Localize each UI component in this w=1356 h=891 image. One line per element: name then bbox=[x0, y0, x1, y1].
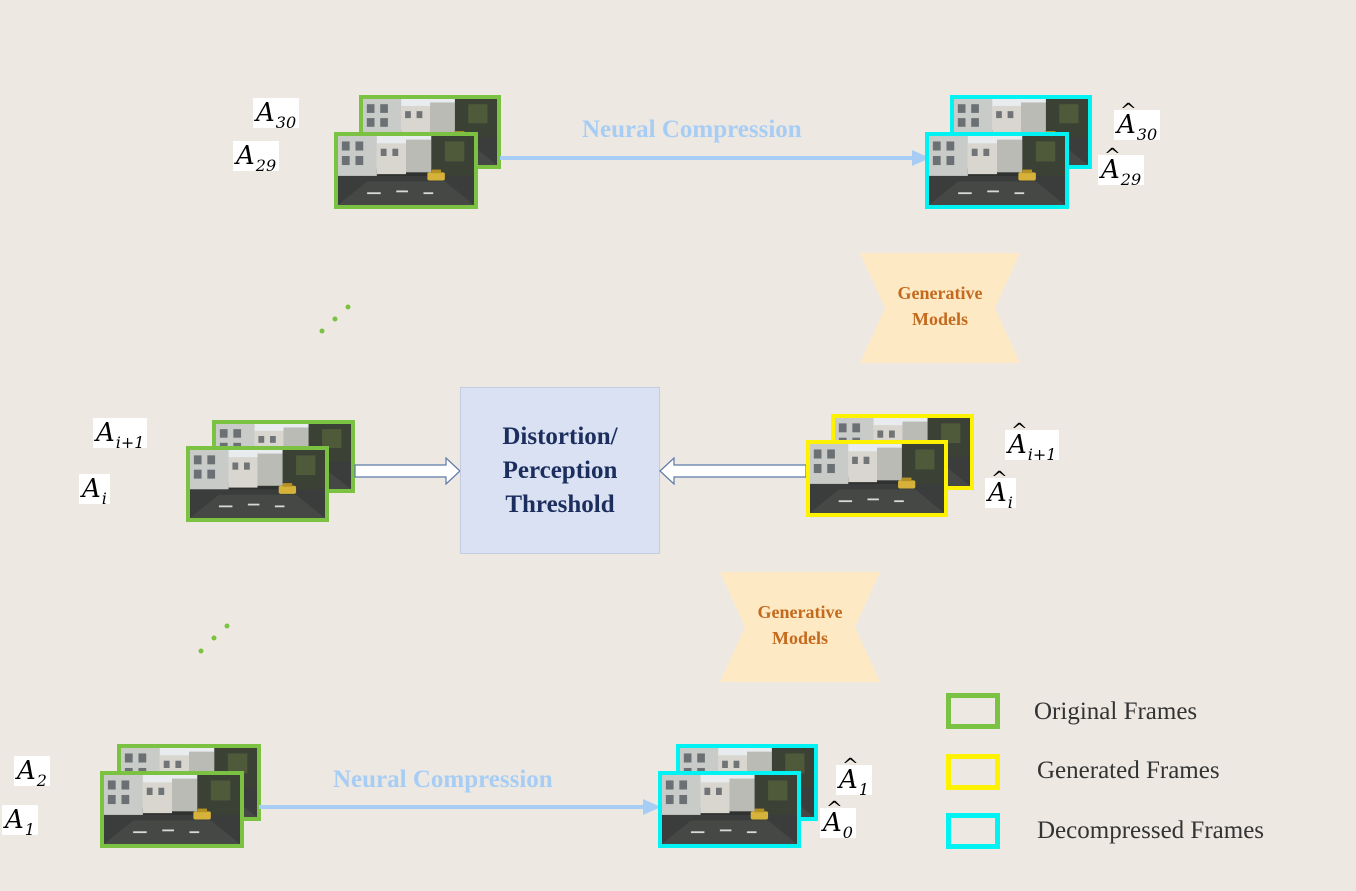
label-a2: A2 bbox=[14, 756, 50, 789]
legend-label-generated: Generated Frames bbox=[1037, 757, 1220, 784]
neural-compression-arrow-bottom bbox=[259, 799, 661, 815]
decompressed-frame-ahat29 bbox=[925, 132, 1069, 209]
legend-swatch-original bbox=[946, 693, 1000, 729]
generative-models-label-lower: Generative Models bbox=[757, 602, 843, 648]
generative-models-shape-upper bbox=[860, 253, 1020, 363]
label-a29: A29 bbox=[233, 141, 280, 174]
label-ai1: Ai+1 bbox=[93, 418, 148, 451]
neural-compression-label-top: Neural Compression bbox=[582, 116, 802, 143]
legend-label-decompressed: Decompressed Frames bbox=[1037, 817, 1265, 844]
ellipsis-dots-upper bbox=[319, 304, 351, 334]
ellipsis-dots-lower bbox=[198, 623, 230, 654]
generative-models-shape-lower bbox=[720, 572, 880, 682]
label-ahat29: A29 bbox=[1098, 145, 1145, 188]
original-frame-a1 bbox=[100, 771, 244, 848]
input-arrow-left bbox=[354, 457, 461, 485]
decompressed-frame-ahat0 bbox=[658, 771, 801, 848]
neural-compression-arrow-top bbox=[500, 150, 930, 166]
legend-swatch-generated bbox=[946, 754, 1000, 790]
distortion-perception-threshold-box: Distortion/ Perception Threshold bbox=[460, 387, 660, 554]
label-ahat30: A30 bbox=[1114, 100, 1161, 143]
generative-models-label-upper: Generative Models bbox=[897, 283, 983, 329]
label-ahati1: Ai+1 bbox=[1005, 420, 1060, 463]
legend-swatch-decompressed bbox=[946, 813, 1000, 849]
label-ai: Ai bbox=[79, 474, 110, 507]
label-a1: A1 bbox=[2, 805, 38, 838]
label-a30: A30 bbox=[253, 98, 300, 131]
legend-label-original: Original Frames bbox=[1034, 698, 1198, 725]
original-frame-ai bbox=[186, 446, 329, 522]
generated-frame-ahati bbox=[806, 440, 948, 517]
original-frame-a29 bbox=[334, 132, 478, 209]
input-arrow-right bbox=[659, 457, 807, 485]
label-ahat0: A0 bbox=[820, 798, 856, 841]
label-ahati: Ai bbox=[985, 468, 1016, 511]
label-ahat1: A1 bbox=[836, 755, 872, 798]
neural-compression-label-bottom: Neural Compression bbox=[333, 766, 553, 793]
